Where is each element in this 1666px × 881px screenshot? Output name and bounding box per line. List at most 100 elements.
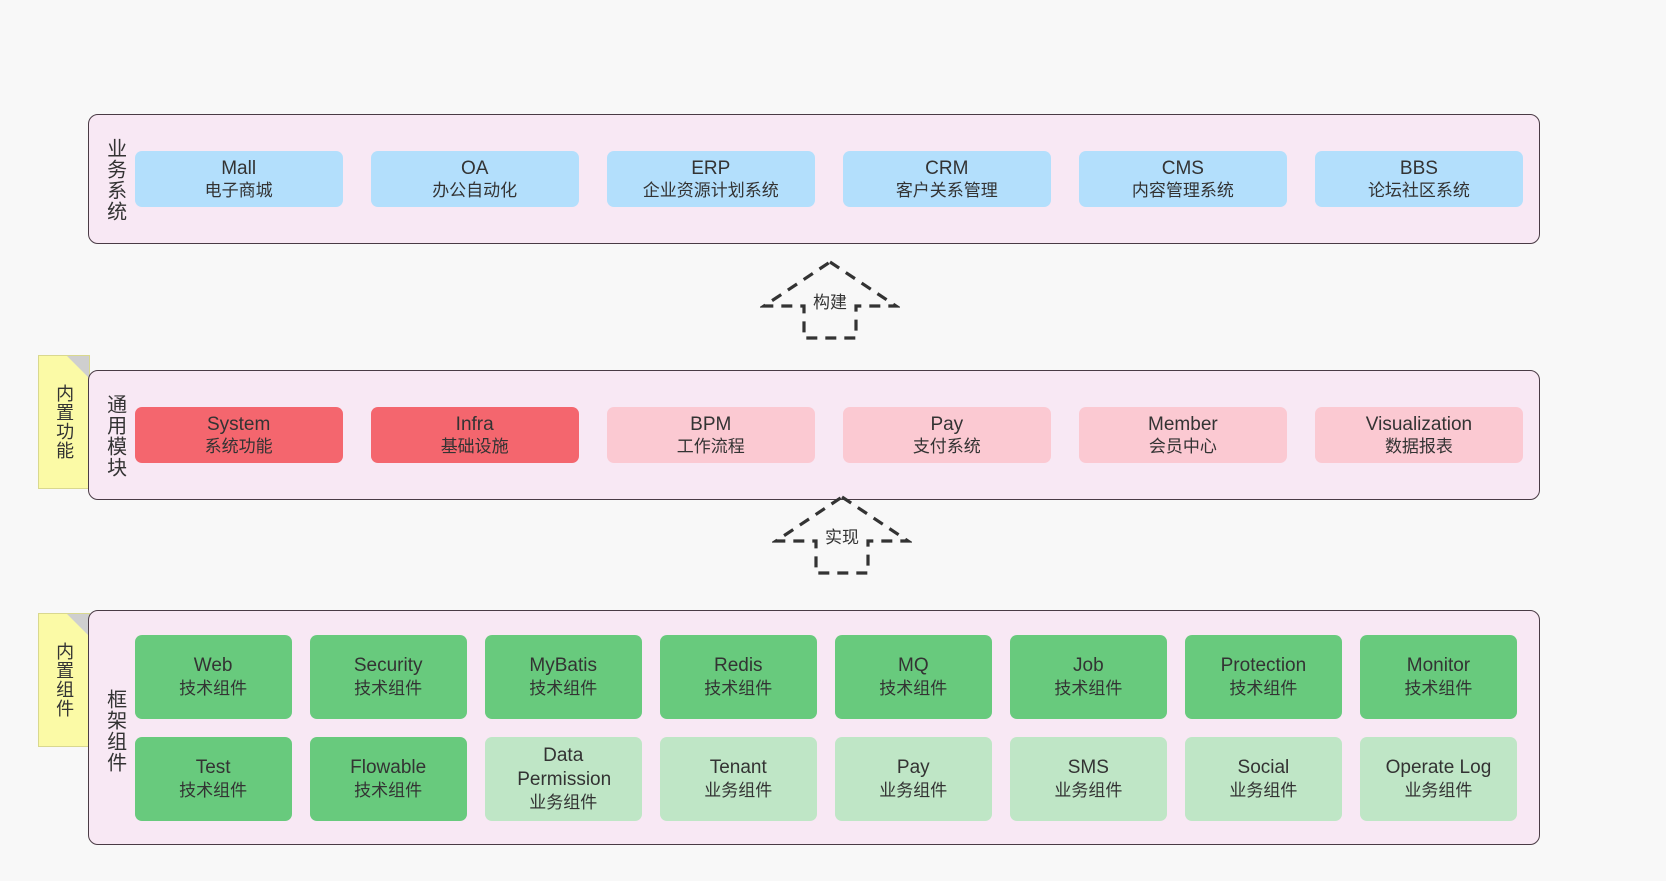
- node-title: OA: [460, 157, 489, 179]
- node-title: Operate Log: [1385, 757, 1492, 779]
- node-subtitle: 技术组件: [179, 678, 248, 698]
- node-subtitle: 技术组件: [704, 678, 773, 698]
- node-subtitle: 数据报表: [1384, 437, 1453, 457]
- dashed-hollow-arrow-up-icon: [760, 260, 900, 340]
- node-pay-module[interactable]: Pay 支付系统: [842, 406, 1051, 464]
- layer-business-systems: 业务系统 Mall 电子商城 OA 办公自动化 ERP 企业资源计划系统 CRM…: [88, 114, 1540, 244]
- node-subtitle: 业务组件: [704, 780, 773, 800]
- node-job[interactable]: Job 技术组件: [1009, 634, 1167, 719]
- dashed-hollow-arrow-up-icon: [772, 495, 912, 575]
- node-subtitle: 支付系统: [912, 437, 981, 457]
- node-title: BBS: [1399, 157, 1438, 179]
- node-title: MQ: [898, 655, 929, 677]
- node-title: ERP: [691, 157, 731, 179]
- node-title: Flowable: [350, 757, 427, 779]
- node-row: Test 技术组件 Flowable 技术组件 Data Permission …: [134, 736, 1517, 821]
- node-title: Social: [1237, 757, 1290, 779]
- connector-label-build: 构建: [813, 293, 847, 312]
- node-subtitle: 技术组件: [1054, 678, 1123, 698]
- node-title: Mall: [221, 157, 257, 179]
- layer-caption-common-modules: 通用模块: [103, 394, 126, 478]
- node-mybatis[interactable]: MyBatis 技术组件: [484, 634, 642, 719]
- node-title: Security: [353, 655, 423, 677]
- node-title: System: [206, 413, 271, 435]
- node-system[interactable]: System 系统功能: [134, 406, 343, 464]
- node-subtitle: 电子商城: [204, 181, 273, 201]
- layer-caption-framework-components: 框架组件: [103, 688, 126, 773]
- node-visualization[interactable]: Visualization 数据报表: [1314, 406, 1523, 464]
- note-builtin-components: 内置组件: [38, 613, 90, 747]
- node-subtitle: 业务组件: [1054, 780, 1123, 800]
- node-oa[interactable]: OA 办公自动化: [370, 150, 579, 208]
- node-pay-component[interactable]: Pay 业务组件: [834, 736, 992, 821]
- node-monitor[interactable]: Monitor 技术组件: [1359, 634, 1517, 719]
- node-subtitle: 业务组件: [879, 780, 948, 800]
- node-subtitle: 技术组件: [1404, 678, 1473, 698]
- node-mq[interactable]: MQ 技术组件: [834, 634, 992, 719]
- node-title: Monitor: [1406, 655, 1471, 677]
- node-subtitle: 业务组件: [1404, 780, 1473, 800]
- layer-caption-business-systems: 业务系统: [103, 138, 126, 222]
- node-protection[interactable]: Protection 技术组件: [1184, 634, 1342, 719]
- node-mall[interactable]: Mall 电子商城: [134, 150, 343, 208]
- node-web[interactable]: Web 技术组件: [134, 634, 292, 719]
- node-row: System 系统功能 Infra 基础设施 BPM 工作流程 Pay 支付系统…: [134, 406, 1523, 464]
- node-title: Job: [1073, 655, 1104, 677]
- node-tenant[interactable]: Tenant 业务组件: [659, 736, 817, 821]
- layer-framework-components: 框架组件 Web 技术组件 Security 技术组件 MyBatis 技术组件…: [88, 610, 1540, 845]
- layer-common-modules: 通用模块 System 系统功能 Infra 基础设施 BPM 工作流程 Pay…: [88, 370, 1540, 500]
- node-flowable[interactable]: Flowable 技术组件: [309, 736, 467, 821]
- node-title: Web: [193, 655, 233, 677]
- node-bbs[interactable]: BBS 论坛社区系统: [1314, 150, 1523, 208]
- node-erp[interactable]: ERP 企业资源计划系统: [606, 150, 815, 208]
- node-subtitle: 业务组件: [1229, 780, 1298, 800]
- node-title: Test: [195, 757, 231, 779]
- node-infra[interactable]: Infra 基础设施: [370, 406, 579, 464]
- layer-body-common-modules: System 系统功能 Infra 基础设施 BPM 工作流程 Pay 支付系统…: [131, 371, 1539, 499]
- node-subtitle: 客户关系管理: [895, 181, 998, 201]
- node-subtitle: 技术组件: [354, 678, 423, 698]
- node-subtitle: 业务组件: [529, 792, 598, 812]
- node-test[interactable]: Test 技术组件: [134, 736, 292, 821]
- node-subtitle: 办公自动化: [432, 181, 518, 201]
- node-bpm[interactable]: BPM 工作流程: [606, 406, 815, 464]
- node-sms[interactable]: SMS 业务组件: [1009, 736, 1167, 821]
- node-security[interactable]: Security 技术组件: [309, 634, 467, 719]
- node-title: Infra: [455, 413, 494, 435]
- note-fold-icon: [67, 614, 89, 636]
- node-subtitle: 基础设施: [440, 437, 509, 457]
- layer-body-business-systems: Mall 电子商城 OA 办公自动化 ERP 企业资源计划系统 CRM 客户关系…: [131, 115, 1539, 243]
- node-crm[interactable]: CRM 客户关系管理: [842, 150, 1051, 208]
- node-subtitle: 技术组件: [529, 678, 598, 698]
- connector-implement: 实现: [772, 493, 912, 577]
- note-text: 内置组件: [54, 642, 75, 718]
- node-title: Tenant: [709, 757, 767, 779]
- node-title: Protection: [1220, 655, 1307, 677]
- node-subtitle: 技术组件: [354, 780, 423, 800]
- connector-build: 构建: [760, 258, 900, 342]
- layer-body-framework-components: Web 技术组件 Security 技术组件 MyBatis 技术组件 Redi…: [131, 611, 1539, 844]
- node-data-permission[interactable]: Data Permission 业务组件: [484, 736, 642, 821]
- node-subtitle: 会员中心: [1148, 437, 1217, 457]
- node-subtitle: 技术组件: [1229, 678, 1298, 698]
- node-social[interactable]: Social 业务组件: [1184, 736, 1342, 821]
- node-member[interactable]: Member 会员中心: [1078, 406, 1287, 464]
- node-row: Mall 电子商城 OA 办公自动化 ERP 企业资源计划系统 CRM 客户关系…: [134, 150, 1523, 208]
- note-text: 内置功能: [54, 384, 75, 460]
- node-subtitle: 内容管理系统: [1131, 181, 1234, 201]
- node-redis[interactable]: Redis 技术组件: [659, 634, 817, 719]
- node-row: Web 技术组件 Security 技术组件 MyBatis 技术组件 Redi…: [134, 634, 1517, 719]
- node-cms[interactable]: CMS 内容管理系统: [1078, 150, 1287, 208]
- node-subtitle: 企业资源计划系统: [642, 181, 779, 201]
- node-title: MyBatis: [529, 655, 597, 677]
- node-subtitle: 论坛社区系统: [1367, 181, 1470, 201]
- node-subtitle: 系统功能: [204, 437, 273, 457]
- note-builtin-features: 内置功能: [38, 355, 90, 489]
- node-title: Pay: [896, 757, 930, 779]
- node-title: Visualization: [1365, 413, 1473, 435]
- node-operate-log[interactable]: Operate Log 业务组件: [1359, 736, 1517, 821]
- node-title: CRM: [925, 157, 969, 179]
- node-title: Pay: [930, 413, 964, 435]
- node-subtitle: 技术组件: [879, 678, 948, 698]
